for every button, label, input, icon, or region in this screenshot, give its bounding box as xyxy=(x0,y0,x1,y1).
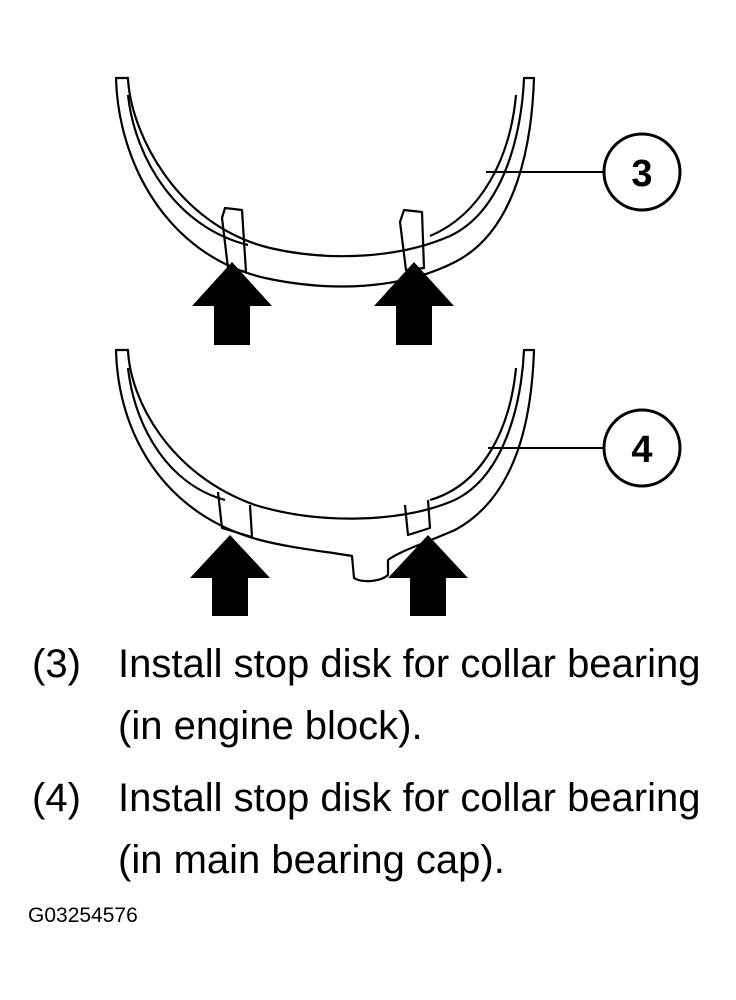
arrow-up-icon xyxy=(190,535,270,616)
stop-disk-main-bearing-cap xyxy=(114,348,536,583)
caption-3-number: (3) xyxy=(32,642,81,686)
callout-4-label: 4 xyxy=(631,429,652,471)
caption-4-line-1: (4) Install stop disk for collar bearing xyxy=(0,774,736,822)
stop-disk-engine-block xyxy=(114,76,536,288)
caption-4-text-cont: (in main bearing cap). xyxy=(118,838,505,882)
bearing-diagram: 3 4 xyxy=(114,76,682,616)
callout-3-label: 3 xyxy=(631,153,652,195)
callout-3: 3 xyxy=(602,132,682,212)
arrow-indicators xyxy=(190,262,468,616)
figure-id: G03254576 xyxy=(28,904,138,927)
callout-leaders xyxy=(486,171,604,449)
caption-3-text: Install stop disk for collar bearing xyxy=(118,642,701,686)
arrow-up-icon xyxy=(374,262,454,345)
caption-3-text-cont: (in engine block). xyxy=(118,704,423,748)
caption-4-text: Install stop disk for collar bearing xyxy=(118,776,701,820)
caption-3-line-2: (in engine block). xyxy=(0,702,736,750)
arrow-up-icon xyxy=(192,262,272,345)
callout-4: 4 xyxy=(602,408,682,488)
caption-4-number: (4) xyxy=(32,776,81,820)
caption-4-line-2: (in main bearing cap). xyxy=(0,836,736,884)
caption-3-line-1: (3) Install stop disk for collar bearing xyxy=(0,640,736,688)
arrow-up-icon xyxy=(388,535,468,616)
